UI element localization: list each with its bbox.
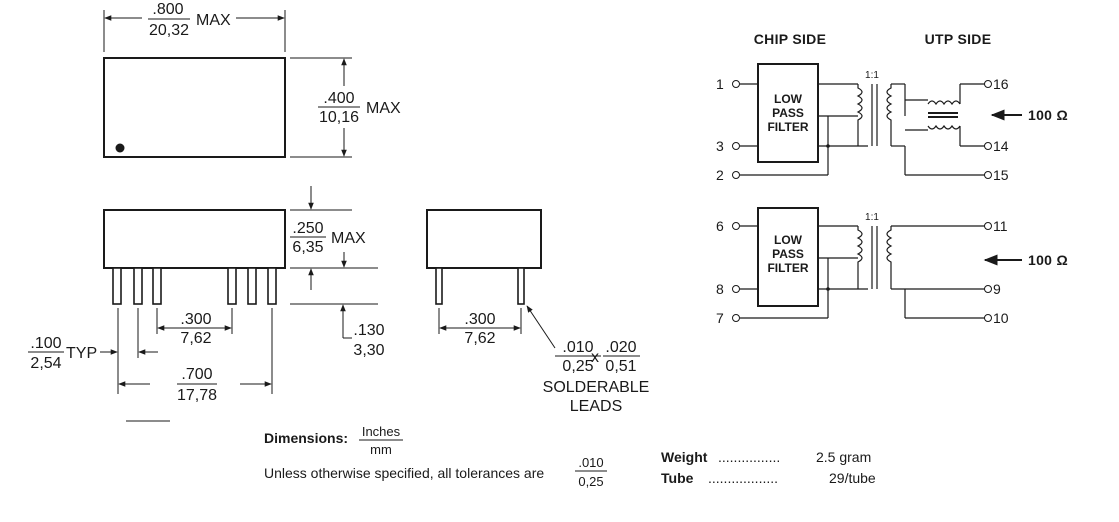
pin-label: 3: [716, 138, 724, 154]
lead-spacing-mm: 7,62: [180, 330, 211, 347]
channel-2: 6 8 7 LOW PASS FILTER 1:1: [716, 207, 1068, 326]
low-pass-filter-block: [757, 207, 819, 307]
length-inches: .800: [152, 1, 183, 18]
lead: [517, 267, 525, 305]
height-dimension: .250 6,35 MAX: [290, 186, 378, 290]
primary-winding: [856, 226, 863, 289]
impedance-label: 100 Ω: [1028, 252, 1068, 268]
length-dimension: .800 20,32 MAX: [103, 1, 286, 52]
pin-label: 2: [716, 167, 724, 183]
lead: [435, 267, 443, 305]
filter-text: FILTER: [767, 261, 808, 275]
utp-side-label: UTP SIDE: [925, 31, 992, 47]
lead: [133, 267, 143, 305]
spec-tube-value: 29/tube: [829, 470, 876, 486]
length-max: MAX: [196, 12, 231, 29]
pin-label: 16: [993, 76, 1009, 92]
tolerance-mm: 0,25: [578, 474, 603, 489]
width-max: MAX: [366, 100, 401, 117]
package-side-view: [103, 209, 286, 269]
pin-pitch-inches: .100: [30, 335, 61, 352]
secondary-winding: [886, 84, 893, 146]
common-mode-choke: [905, 84, 961, 146]
span-inches: .700: [181, 366, 212, 383]
filter-text: FILTER: [767, 120, 808, 134]
tolerance-inches: .010: [578, 455, 603, 470]
spec-tube-leader: ..................: [708, 470, 778, 486]
pin-pitch-mm: 2,54: [30, 355, 61, 372]
secondary-winding: [886, 226, 893, 289]
pin1-marker: [115, 143, 125, 153]
row-spacing-inches: .300: [464, 311, 495, 328]
spec-weight-value: 2.5 gram: [816, 449, 871, 465]
pin-label: 6: [716, 218, 724, 234]
package-end-view: [426, 209, 542, 269]
length-mm: 20,32: [149, 22, 189, 39]
row-spacing-mm: 7,62: [464, 330, 495, 347]
filter-text: LOW: [774, 92, 803, 106]
pin-label: 11: [993, 218, 1008, 234]
impedance-label: 100 Ω: [1028, 107, 1068, 123]
schematic: CHIP SIDE UTP SIDE 1 3 2 LOW PASS FILTER…: [716, 31, 1068, 326]
spec-weight-label: Weight: [661, 449, 708, 465]
primary-winding: [856, 84, 863, 146]
tolerance-text: Unless otherwise specified, all toleranc…: [264, 465, 544, 481]
pin-length-mm: 3,30: [353, 342, 384, 359]
specs-table: Weight ................ 2.5 gram Tube ..…: [661, 449, 876, 486]
height-max: MAX: [331, 230, 366, 247]
spec-tube-label: Tube: [661, 470, 694, 486]
mechanical-drawing: .800 20,32 MAX .400 10,16 MAX: [28, 1, 650, 422]
lead: [227, 267, 237, 305]
pin-pitch-typ: TYP: [66, 345, 97, 362]
units-inches: Inches: [362, 424, 401, 439]
lead-spacing-dimension: .300 7,62: [156, 308, 233, 347]
package-top-view: [103, 57, 286, 158]
units-mm: mm: [370, 442, 392, 457]
pin-label: 14: [993, 138, 1009, 154]
lead-note-2: LEADS: [570, 398, 622, 415]
turns-ratio: 1:1: [865, 70, 879, 81]
lead-b-inches: .020: [605, 339, 636, 356]
width-dimension: .400 10,16 MAX: [290, 57, 401, 158]
low-pass-filter-block: [757, 63, 819, 163]
lead: [247, 267, 257, 305]
chip-side-label: CHIP SIDE: [754, 31, 826, 47]
height-mm: 6,35: [292, 239, 323, 256]
pin-pitch-dimension: .100 2,54 TYP: [28, 308, 158, 394]
span-dimension: .700 17,78: [118, 308, 273, 404]
pin-length-inches: .130: [353, 322, 384, 339]
lead-note-1: SOLDERABLE: [543, 379, 650, 396]
lead-a-mm: 0,25: [562, 358, 593, 375]
row-spacing-dimension: .300 7,62: [438, 308, 522, 347]
width-inches: .400: [323, 90, 354, 107]
lead-b-mm: 0,51: [605, 358, 636, 375]
pin-label: 10: [993, 310, 1009, 326]
span-mm: 17,78: [177, 387, 217, 404]
dimensions-label: Dimensions:: [264, 430, 348, 446]
filter-text: LOW: [774, 233, 803, 247]
pin-label: 1: [716, 76, 724, 92]
pin-label: 15: [993, 167, 1009, 183]
channel-1: 1 3 2 LOW PASS FILTER 1:1: [716, 63, 1068, 183]
lead: [152, 267, 162, 305]
lead-times: x: [591, 349, 599, 366]
pin-label: 8: [716, 281, 724, 297]
lead: [112, 267, 122, 305]
turns-ratio: 1:1: [865, 212, 879, 223]
spec-weight-leader: ................: [718, 449, 780, 465]
filter-text: PASS: [772, 106, 804, 120]
filter-text: PASS: [772, 247, 804, 261]
pin-length-dimension: .130 3,30: [290, 303, 385, 359]
lead-size-callout: .010 0,25 x .020 0,51 SOLDERABLE LEADS: [526, 305, 650, 415]
lead-a-inches: .010: [562, 339, 593, 356]
height-inches: .250: [292, 220, 323, 237]
dimension-notes: Dimensions: Inches mm Unless otherwise s…: [264, 424, 607, 489]
pin-label: 7: [716, 310, 724, 326]
lead: [267, 267, 277, 305]
pin-label: 9: [993, 281, 1001, 297]
lead-spacing-inches: .300: [180, 311, 211, 328]
width-mm: 10,16: [319, 109, 359, 126]
